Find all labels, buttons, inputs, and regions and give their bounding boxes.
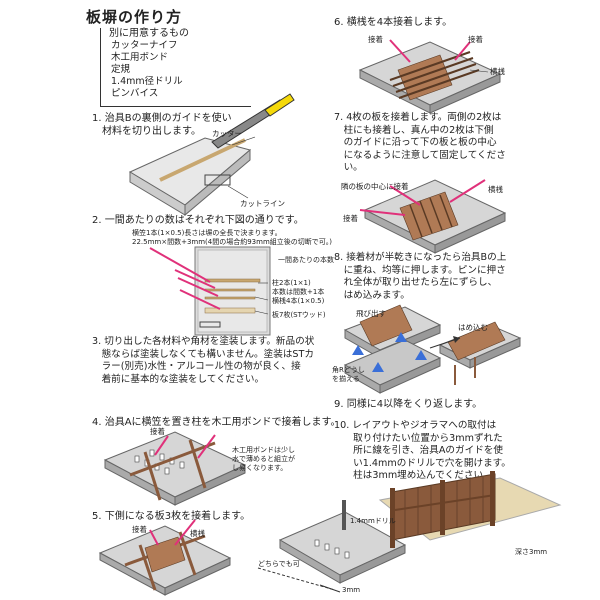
bond-tip: 木工用ボンドは少し 水で薄めると組立が し易くなります。 xyxy=(232,446,295,472)
step-4-text: 4. 治具Aに横笠を置き柱を木工用ボンドで接着します。 xyxy=(92,417,341,428)
tools-header: 別に用意するもの xyxy=(109,28,189,39)
pillar-label: 柱2本(1×1) xyxy=(272,279,311,287)
step-8-text: 8. 接着材が半乾きになったら治具Bの上 に重ね、均等に押します。ピンに押さ れ… xyxy=(334,252,507,301)
rail-label: 横桟4本(1×0.5) xyxy=(272,297,325,305)
step-7-glue-label: 接着 xyxy=(343,214,358,223)
fit-in-label: はめ込む xyxy=(458,323,488,332)
step-5-glue-label: 接着 xyxy=(132,525,147,534)
step-5-rail-label: 横桟 xyxy=(190,529,205,538)
step-6-glue-label-1: 接着 xyxy=(368,35,383,44)
step-7-center-label: 隣の板の中心に接着 xyxy=(341,182,409,191)
either-label: どちらでも可 xyxy=(258,560,300,568)
step-5-text: 5. 下側になる板3枚を接着します。 xyxy=(92,511,251,522)
step-6-rail-label: 横桟 xyxy=(490,67,505,76)
cutter-label: カッター xyxy=(212,129,242,138)
tool-item: ピンバイス xyxy=(111,88,159,99)
step-4-glue-label: 接着 xyxy=(150,427,165,436)
per-unit-label: 一間あたりの本数 xyxy=(278,256,334,264)
step-6-text: 6. 横桟を4本接着します。 xyxy=(334,17,453,28)
step-9-text: 9. 同様に4以降をくり返します。 xyxy=(334,399,483,410)
tools-box: 別に用意するもの カッターナイフ 木工用ボンド 定規 1.4mm径ドリル ピンバ… xyxy=(100,28,251,107)
drill-label: 1.4mmドリル xyxy=(350,517,396,525)
depth-label: 深さ3mm xyxy=(515,548,548,556)
step-2-note-1: 横笠1本(1×0.5)長さは塀の全長で決まります。 xyxy=(132,229,282,237)
tool-item: 定規 xyxy=(111,64,131,75)
pop-out-label: 飛び出す xyxy=(356,309,386,318)
tool-item: 木工用ボンド xyxy=(111,52,169,63)
step-2-text: 2. 一間あたりの数はそれぞれ下図の通りです。 xyxy=(92,215,304,226)
step-3-text: 3. 切り出した各材料や角材を塗装します。新品の状 態ならば塗装しなくても構いま… xyxy=(92,336,315,385)
step-1-text: 1. 治具Bの裏側のガイドを使い 材料を切り出します。 xyxy=(92,113,232,137)
tool-item: カッターナイフ xyxy=(111,40,178,51)
step-10-text: 10. レイアウトやジオラマへの取付は 取り付けたい位置から3mmずれた 所に線… xyxy=(334,420,511,481)
step-7-rail-label: 横桟 xyxy=(488,185,503,194)
step-7-text: 7. 4枚の板を接着します。両側の2枚は 柱にも接着し、真ん中の2枚は下側 のガ… xyxy=(334,112,506,173)
board-label: 板7枚(STウッド) xyxy=(272,311,326,319)
page-title: 板塀の作り方 xyxy=(86,8,183,26)
pillar-count-label: 本数は間数+1本 xyxy=(272,288,325,296)
step-6-glue-label-2: 接着 xyxy=(468,35,483,44)
step-2-note-2: 22.5mm×間数+3mm(4間の場合約93mm組立後の切断で可。) xyxy=(132,238,333,246)
mm3-label: 3mm xyxy=(342,586,361,594)
tool-item: 1.4mm径ドリル xyxy=(111,76,183,87)
cutline-label: カットライン xyxy=(240,199,285,208)
corner-align-label: 角Rどうし を揃える xyxy=(332,366,365,383)
